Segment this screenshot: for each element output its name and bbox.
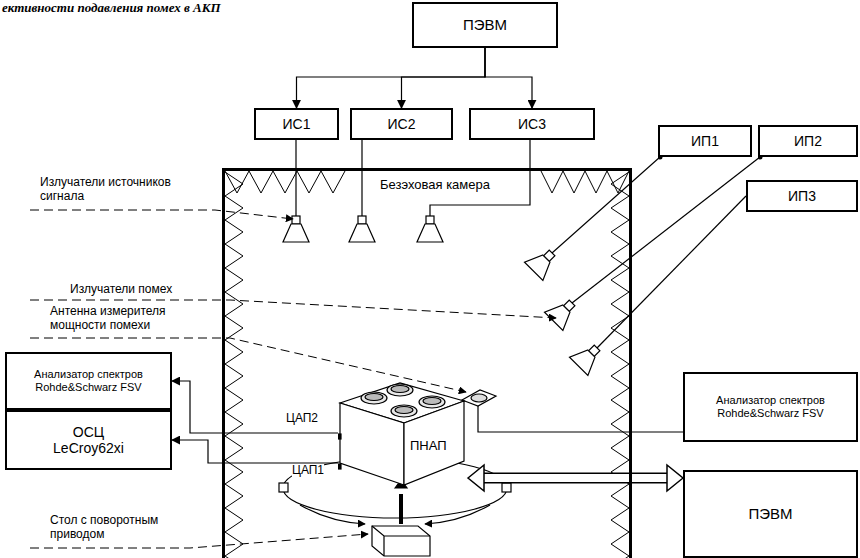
node-text: ПЭВМ: [748, 505, 792, 522]
signal-source-box: ИС1: [254, 108, 339, 140]
dac-label: ЦАП1: [292, 464, 324, 478]
antenna-label: Антенна измерителя мощности помехи: [50, 305, 200, 333]
signal-source-box: ИС2: [350, 108, 453, 140]
node-text: ПНАП: [410, 439, 468, 454]
figure-title: ективности подавления помех в АКП: [2, 0, 221, 16]
dac-label: ЦАП2: [286, 412, 318, 426]
node-text: ПЭВМ: [463, 16, 507, 33]
interference-wires: [552, 157, 760, 348]
interference-source-box: ИП1: [658, 125, 752, 157]
interference-emitters-label: Излучатели помех: [70, 283, 172, 297]
interference-horns: [524, 244, 606, 376]
node-text: ОСЦ LeCroy62xi: [44, 424, 134, 456]
spectrum-analyzer-box: Анализатор спектров Rohde&Schwarz FSV: [5, 352, 172, 410]
control-arrow: [172, 440, 338, 463]
computer-box: ПЭВМ: [683, 470, 858, 558]
source-emitters-label: Излучатели источников сигнала: [40, 176, 180, 204]
control-arrow: [485, 48, 532, 108]
control-arrow: [172, 381, 338, 433]
oscilloscope-box: ОСЦ LeCroy62xi: [5, 410, 172, 470]
node-text: ИП2: [794, 133, 822, 149]
signal-wires: [296, 140, 530, 216]
node-text: ИП1: [691, 133, 719, 149]
node-text: Анализатор спектров Rohde&Schwarz FSV: [706, 394, 836, 419]
receiver-unit: ПНАП: [338, 381, 468, 488]
receiver-outline: [338, 381, 468, 488]
node-text: ИС3: [518, 116, 546, 132]
spectrum-analyzer-box: Анализатор спектров Rohde&Schwarz FSV: [683, 372, 858, 442]
interference-source-box: ИП2: [758, 125, 858, 157]
node-text: Анализатор спектров Rohde&Schwarz FSV: [24, 368, 154, 393]
antenna: [462, 390, 683, 432]
node-text: ИП3: [788, 188, 816, 204]
interference-source-box: ИП3: [746, 180, 858, 212]
node-text: Безэховая камера: [377, 178, 493, 193]
computer-box: ПЭВМ: [412, 2, 558, 48]
anechoic-chamber: Безэховая камераПНАП: [222, 168, 632, 558]
signal-source-box: ИС3: [469, 108, 595, 140]
signal-horns: [283, 216, 443, 242]
table-label: Стол с поворотным приводом: [50, 514, 190, 542]
absorber-wedges: [225, 171, 629, 558]
control-arrow: [297, 48, 486, 108]
node-text: ИС2: [388, 116, 416, 132]
control-arrow: [402, 48, 486, 108]
data-link-arrow: [468, 465, 683, 491]
node-text: ИС1: [283, 116, 311, 132]
